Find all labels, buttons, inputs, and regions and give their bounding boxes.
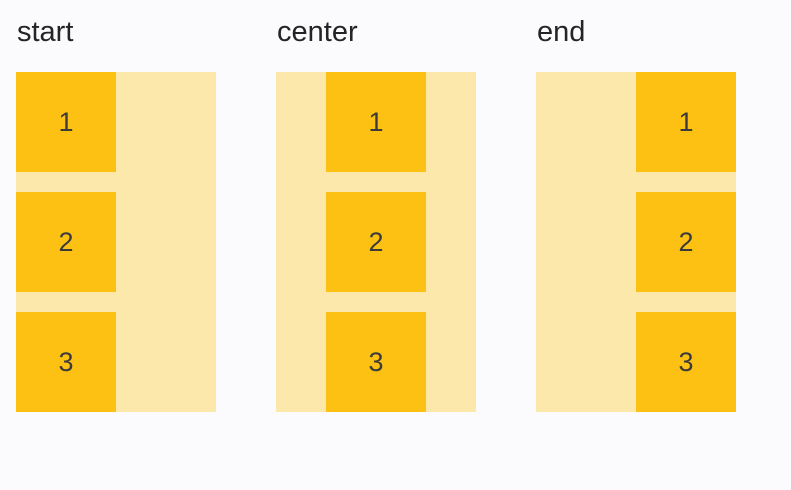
demo-container-start: 1 2 3 [16,72,216,412]
demo-item: 1 [16,72,116,172]
demo-item: 2 [326,192,426,292]
alignment-label-center: center [277,16,358,48]
alignment-demo-figure: start 1 2 3 center 1 2 3 end 1 2 3 [16,12,736,412]
demo-item: 2 [16,192,116,292]
demo-item: 1 [636,72,736,172]
alignment-label-end: end [537,16,586,48]
demo-item: 2 [636,192,736,292]
demo-container-end: 1 2 3 [536,72,736,412]
alignment-demo-end: end 1 2 3 [536,12,736,412]
demo-item: 3 [636,312,736,412]
demo-item: 3 [16,312,116,412]
demo-item: 1 [326,72,426,172]
demo-item: 3 [326,312,426,412]
alignment-demo-center: center 1 2 3 [276,12,476,412]
alignment-demo-start: start 1 2 3 [16,12,216,412]
demo-container-center: 1 2 3 [276,72,476,412]
alignment-label-start: start [17,16,74,48]
